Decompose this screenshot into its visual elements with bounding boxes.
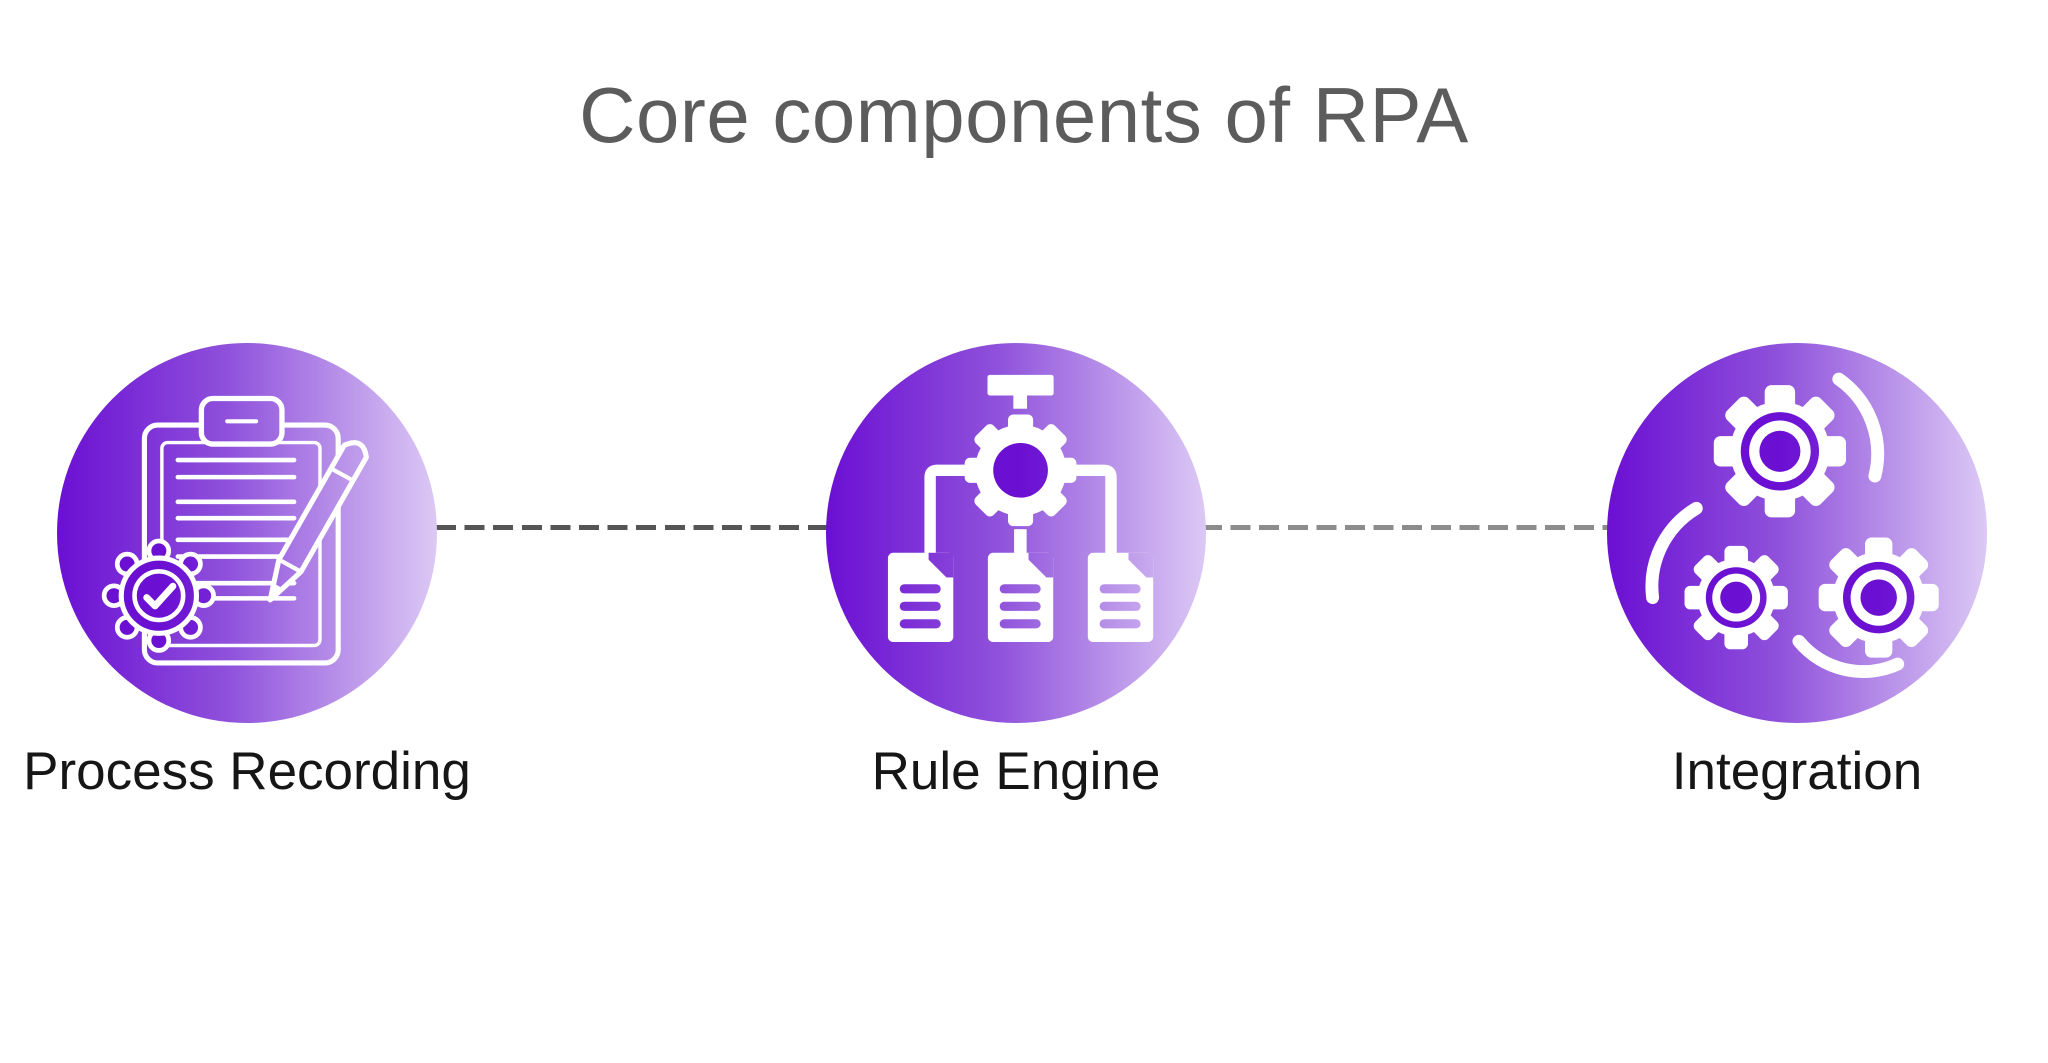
pencil-icon bbox=[267, 440, 369, 603]
process-recording-icon bbox=[57, 343, 437, 723]
gear-icon-top bbox=[1713, 385, 1847, 518]
flowchart-top-bar bbox=[987, 374, 1054, 396]
gear-icon-bottom-right bbox=[1818, 537, 1939, 658]
component-rule-engine: Rule Engine bbox=[826, 343, 1206, 801]
component-label-rule-engine: Rule Engine bbox=[871, 742, 1161, 801]
rule-engine-icon bbox=[826, 343, 1206, 723]
component-process-recording: Process Recording bbox=[23, 343, 471, 801]
check-gear-icon bbox=[101, 538, 216, 653]
page-title: Core components of RPA bbox=[579, 71, 1469, 159]
dashed-connector-right bbox=[1202, 525, 1614, 530]
dashed-connector-left bbox=[436, 525, 834, 530]
flowchart-icon bbox=[887, 374, 1154, 643]
rotation-arc-icons bbox=[1645, 372, 1905, 678]
integration-icon bbox=[1607, 343, 1987, 723]
document-icon-left bbox=[887, 552, 954, 643]
document-icon-right bbox=[1087, 552, 1154, 643]
flow-arm-left bbox=[924, 464, 967, 556]
component-label-process-recording: Process Recording bbox=[23, 742, 471, 801]
document-icon-center bbox=[987, 552, 1054, 643]
component-integration: Integration bbox=[1607, 343, 1987, 801]
gear-icon-bottom-left bbox=[1684, 545, 1788, 650]
checkmark-icon bbox=[143, 582, 177, 610]
component-label-integration: Integration bbox=[1671, 742, 1923, 801]
flow-arm-right bbox=[1074, 464, 1117, 556]
gear-icon bbox=[964, 414, 1077, 527]
